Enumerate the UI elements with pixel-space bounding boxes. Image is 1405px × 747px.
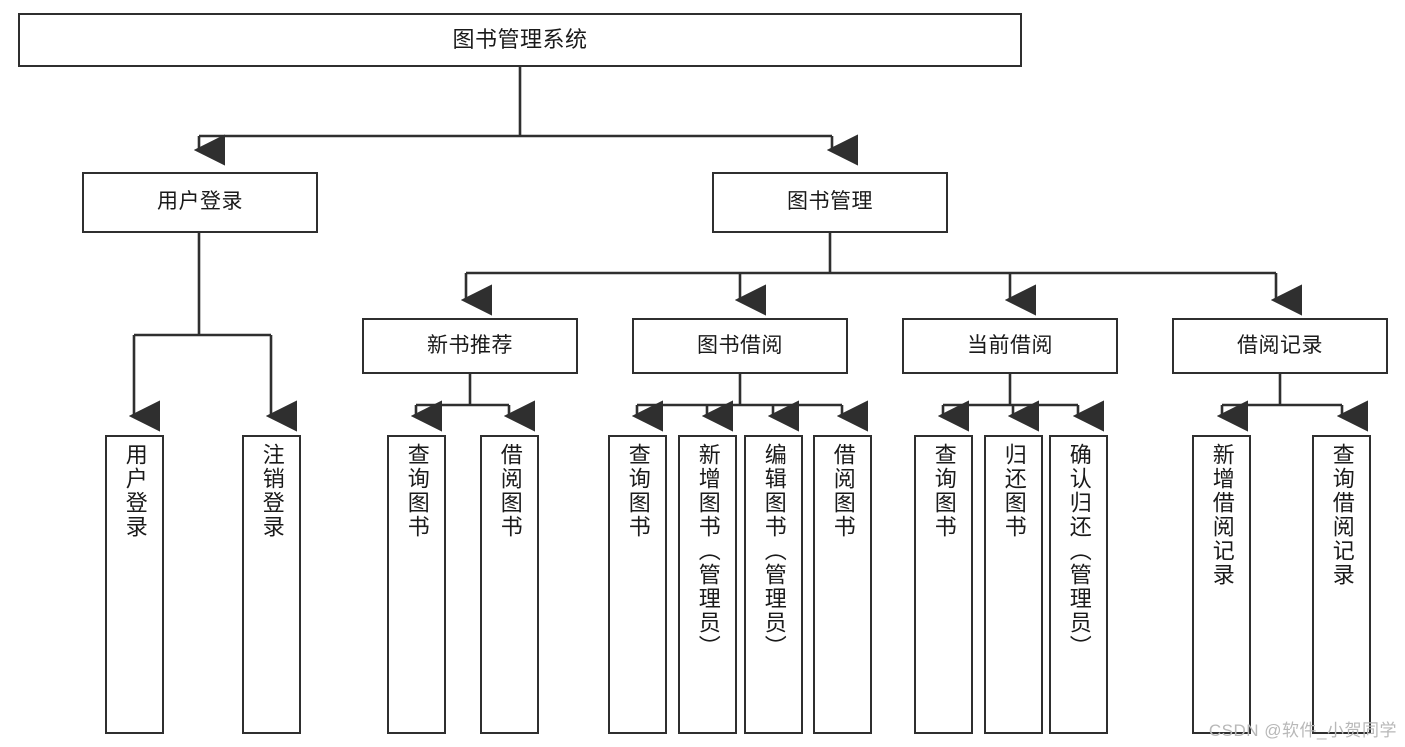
node-label: 查询图书 xyxy=(404,443,430,539)
node-label: 借阅记录 xyxy=(1237,333,1323,357)
leaf-logout[interactable]: 注销登录 xyxy=(242,435,301,734)
node-user-login[interactable]: 用户登录 xyxy=(82,172,318,233)
leaf-borrow-book-recommend[interactable]: 借阅图书 xyxy=(480,435,539,734)
node-borrow-record[interactable]: 借阅记录 xyxy=(1172,318,1388,374)
leaf-query-book-recommend[interactable]: 查询图书 xyxy=(387,435,446,734)
node-label: 图书借阅 xyxy=(697,333,783,357)
node-label: 归还图书 xyxy=(1001,443,1027,539)
node-label: 查询借阅记录 xyxy=(1329,443,1355,587)
node-label: 图书管理系统 xyxy=(452,27,588,53)
node-book-borrow[interactable]: 图书借阅 xyxy=(632,318,848,374)
leaf-borrow-book[interactable]: 借阅图书 xyxy=(813,435,872,734)
leaf-user-login[interactable]: 用户登录 xyxy=(105,435,164,734)
node-label: 用户登录 xyxy=(122,443,148,539)
node-label: 新增借阅记录 xyxy=(1209,443,1235,587)
node-new-book-recommend[interactable]: 新书推荐 xyxy=(362,318,578,374)
leaf-query-borrow-record[interactable]: 查询借阅记录 xyxy=(1312,435,1371,734)
node-label: 新书推荐 xyxy=(427,333,513,357)
node-root-system[interactable]: 图书管理系统 xyxy=(18,13,1022,67)
node-current-borrow[interactable]: 当前借阅 xyxy=(902,318,1118,374)
leaf-query-book-current[interactable]: 查询图书 xyxy=(914,435,973,734)
node-label: 查询图书 xyxy=(931,443,957,539)
leaf-return-book[interactable]: 归还图书 xyxy=(984,435,1043,734)
leaf-add-borrow-record[interactable]: 新增借阅记录 xyxy=(1192,435,1251,734)
node-label: 借阅图书 xyxy=(830,443,856,539)
node-label: 注销登录 xyxy=(259,443,285,539)
node-label: 借阅图书 xyxy=(497,443,523,539)
node-label: 图书管理 xyxy=(787,190,873,214)
node-label: 查询图书 xyxy=(625,443,651,539)
node-book-management[interactable]: 图书管理 xyxy=(712,172,948,233)
node-label: 用户登录 xyxy=(157,190,243,214)
node-label: 当前借阅 xyxy=(967,333,1053,357)
node-label: 新增图书（管理员） xyxy=(695,443,721,659)
leaf-edit-book-admin[interactable]: 编辑图书（管理员） xyxy=(744,435,803,734)
watermark-text: CSDN @软件_小贺同学 xyxy=(1208,721,1397,740)
leaf-confirm-return-admin[interactable]: 确认归还（管理员） xyxy=(1049,435,1108,734)
leaf-query-book-borrow[interactable]: 查询图书 xyxy=(608,435,667,734)
node-label: 确认归还（管理员） xyxy=(1066,443,1092,659)
node-label: 编辑图书（管理员） xyxy=(761,443,787,659)
leaf-add-book-admin[interactable]: 新增图书（管理员） xyxy=(678,435,737,734)
